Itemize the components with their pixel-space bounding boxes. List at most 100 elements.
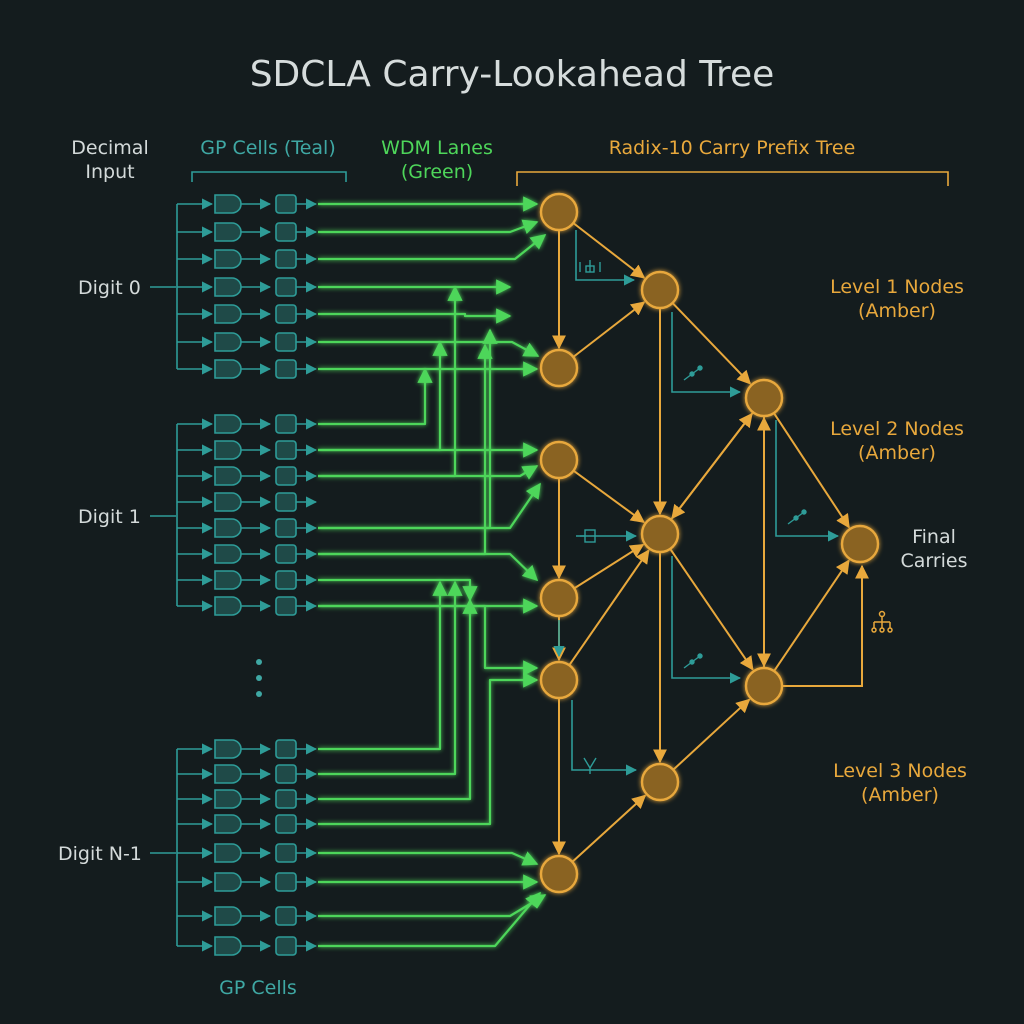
prefix-tree-bracket — [516, 171, 949, 186]
digit-1-label: Digit 1 — [78, 506, 141, 528]
prefix-node — [539, 854, 579, 894]
gp-gate — [214, 249, 242, 269]
gp-gate — [214, 304, 242, 324]
final-carries-sublabel: Carries — [900, 550, 967, 572]
level-2-label: Level 2 Nodes — [830, 418, 964, 440]
wdm-lanes-header-line2: (Green) — [401, 161, 473, 183]
gp-gate — [214, 906, 242, 926]
gp-gate — [214, 359, 242, 379]
prefix-node — [539, 660, 579, 700]
gp-gate — [214, 872, 242, 892]
gp-cell-box — [275, 249, 297, 269]
final-carries-label: Final — [912, 526, 956, 548]
gp-cell-box — [275, 596, 297, 616]
prefix-edge — [671, 302, 752, 385]
gp-gate — [214, 277, 242, 297]
wdm-lane — [318, 219, 539, 235]
branch-icon — [583, 757, 597, 774]
prefix-edge — [571, 794, 647, 863]
wdm-lane — [318, 894, 547, 918]
decimal-input-header-line2: Input — [85, 161, 134, 183]
level-3-sublabel: (Amber) — [861, 784, 939, 806]
wdm-lane — [318, 367, 433, 426]
wdm-lane — [318, 851, 539, 866]
gp-cell-box — [275, 492, 297, 512]
tree-icon — [871, 610, 893, 633]
teal-feed — [671, 556, 742, 684]
level-2-sublabel: (Amber) — [858, 442, 936, 464]
gp-cell-box — [275, 544, 297, 564]
prefix-node — [539, 192, 579, 232]
gp-gate — [214, 544, 242, 564]
prefix-edge — [669, 548, 754, 671]
wdm-lane — [318, 672, 539, 826]
prefix-edge — [572, 469, 645, 524]
decimal-input-header: Decimal — [71, 137, 148, 159]
gp-cell-box — [275, 936, 297, 956]
wdm-lane — [318, 340, 540, 357]
gp-cell-box — [275, 739, 297, 759]
prefix-edge — [573, 543, 645, 590]
gp-gate — [214, 466, 242, 486]
gp-cells-header: GP Cells (Teal) — [200, 137, 336, 159]
teal-feed — [775, 420, 840, 542]
gp-cell-box — [275, 194, 297, 214]
prefix-tree-header: Radix-10 Carry Prefix Tree — [609, 137, 856, 159]
gp-cell-box — [275, 570, 297, 590]
prefix-node — [840, 524, 880, 564]
gp-cell-box — [275, 414, 297, 434]
gp-cell-box — [275, 440, 297, 460]
prefix-edge-layer — [552, 222, 869, 863]
gp-gate — [214, 492, 242, 512]
wdm-lane — [318, 580, 448, 751]
ellipsis-dots — [256, 659, 262, 697]
wdm-lane — [318, 604, 539, 676]
teal-feed — [671, 312, 742, 398]
gp-gate — [214, 789, 242, 809]
prefix-edge — [670, 412, 753, 521]
gp-cell-box — [275, 332, 297, 352]
digit-n-1-label: Digit N-1 — [58, 843, 142, 865]
gp-cell-layer — [150, 194, 318, 956]
gp-cell-box — [275, 222, 297, 242]
gp-cell-box — [275, 304, 297, 324]
diagram-title: SDCLA Carry-Lookahead Tree — [250, 54, 775, 95]
wdm-lanes-header: WDM Lanes — [381, 137, 493, 159]
prefix-edge — [773, 559, 850, 672]
teal-feed — [575, 230, 636, 286]
prefix-edge — [672, 698, 751, 771]
gp-cell-box — [275, 872, 297, 892]
level-3-label: Level 3 Nodes — [833, 760, 967, 782]
gate-icon — [580, 529, 596, 543]
teal-feed — [571, 700, 638, 776]
prefix-node — [640, 270, 680, 310]
wdm-lane — [318, 465, 539, 480]
fork-icon — [683, 653, 703, 669]
wdm-lane — [318, 482, 541, 530]
gp-gate — [214, 596, 242, 616]
wdm-lane — [318, 328, 498, 530]
gp-gate — [214, 739, 242, 759]
digit-0-label: Digit 0 — [78, 277, 141, 299]
gp-cell-box — [275, 906, 297, 926]
fork-icon — [787, 509, 807, 525]
gp-cells-bracket — [191, 171, 347, 182]
wdm-lane — [318, 308, 512, 324]
gp-gate — [214, 332, 242, 352]
wdm-lane — [318, 340, 448, 452]
gp-gate — [214, 440, 242, 460]
wdm-lane — [318, 285, 463, 478]
prefix-node — [640, 762, 680, 802]
gp-cell-box — [275, 789, 297, 809]
gp-cell-box — [275, 843, 297, 863]
gp-cell-box — [275, 518, 297, 538]
final-carry-path — [782, 564, 869, 687]
gp-gate — [214, 222, 242, 242]
prefix-node — [539, 348, 579, 388]
gp-cell-box — [275, 814, 297, 834]
gp-cells-footer: GP Cells — [219, 977, 297, 999]
wdm-lane — [318, 234, 547, 261]
prefix-node-layer — [539, 192, 880, 894]
wdm-lane — [318, 578, 478, 602]
wdm-lane — [318, 580, 463, 776]
